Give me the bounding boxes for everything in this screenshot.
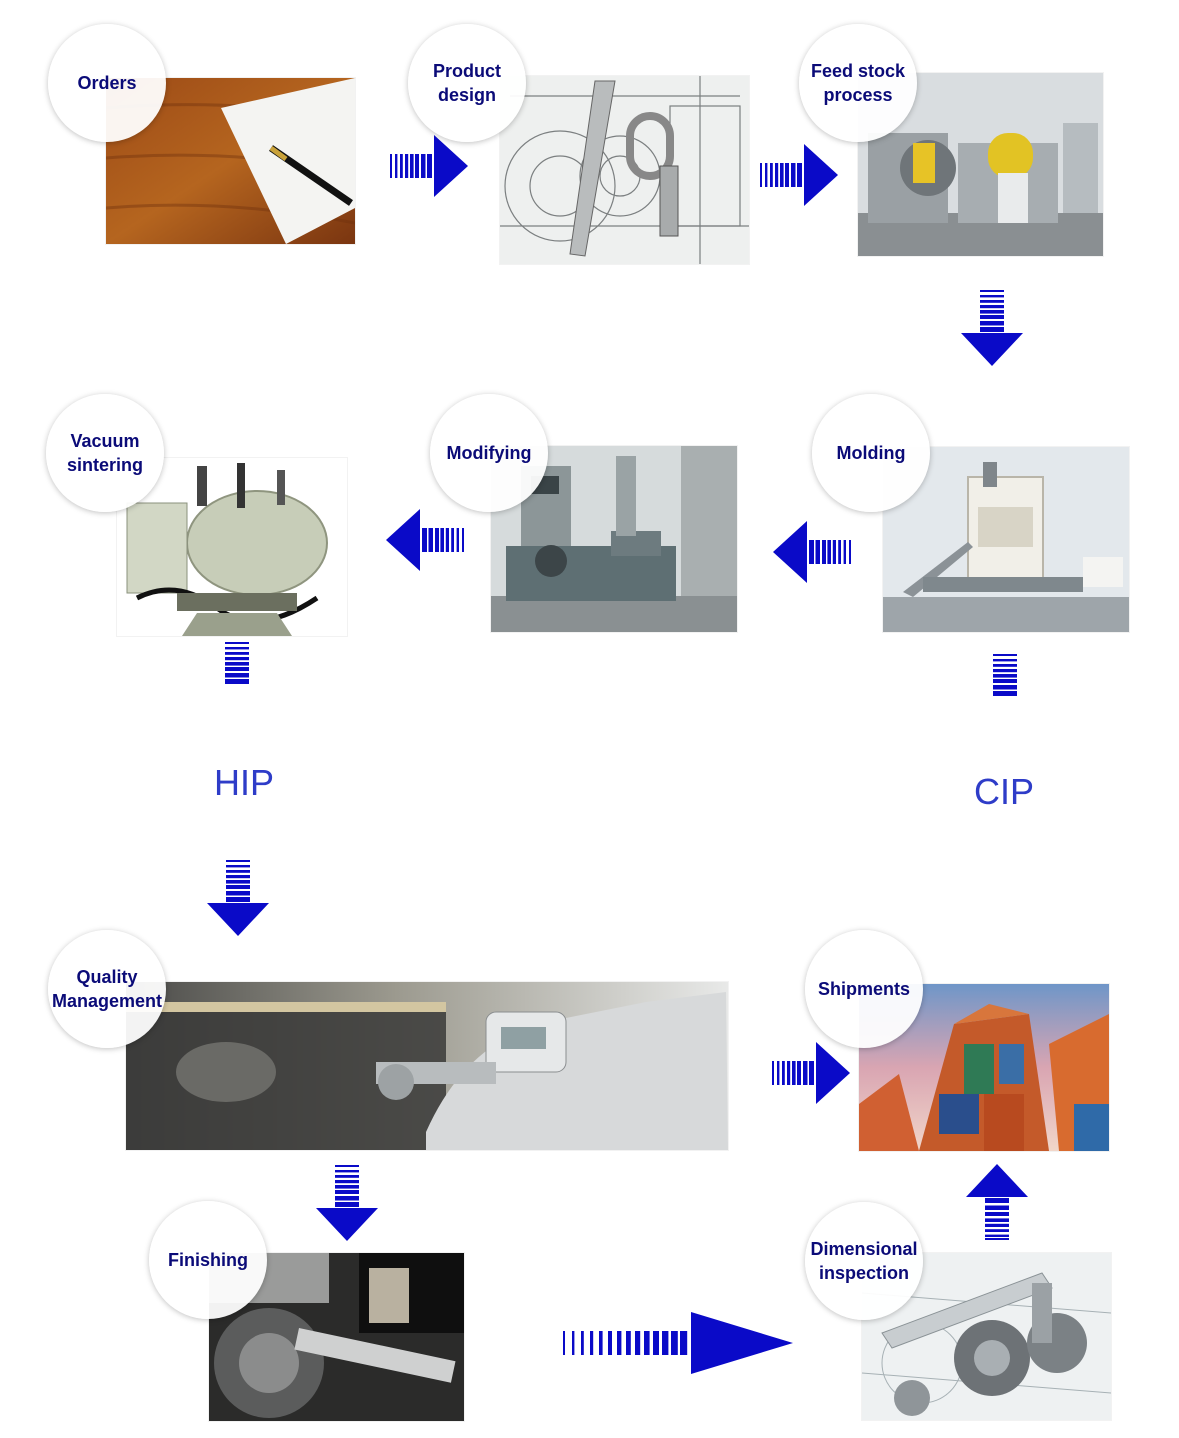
arrow-up-1 [966, 1164, 1028, 1240]
arrow-down-1 [961, 290, 1023, 366]
arrow-right-2 [760, 144, 838, 206]
step-vacuum-sintering-label: Vacuum sintering [46, 394, 164, 512]
step-orders-label: Orders [48, 24, 166, 142]
molding-photo [883, 447, 1129, 632]
arrow-left-2 [386, 509, 464, 571]
arrow-down-2 [207, 860, 269, 936]
step-feed-stock-label: Feed stock process [799, 24, 917, 142]
arrow-right-long [563, 1312, 793, 1374]
quality-management-photo [126, 982, 728, 1150]
step-product-design-label: Product design [408, 24, 526, 142]
vacuum-sintering-photo [117, 458, 347, 636]
hip-label: HIP [214, 762, 275, 803]
arrow-left-1 [773, 521, 851, 583]
connector-hip [225, 642, 249, 684]
step-quality-management-label: Quality Management [48, 930, 166, 1048]
step-molding-label: Molding [812, 394, 930, 512]
connector-cip [993, 654, 1017, 696]
step-dimensional-inspection-label: Dimensional inspection [805, 1202, 923, 1320]
arrow-right-3 [772, 1042, 850, 1104]
product-design-photo [500, 76, 749, 264]
arrow-right-1 [390, 135, 468, 197]
arrow-down-3 [316, 1165, 378, 1241]
step-shipments-label: Shipments [805, 930, 923, 1048]
orders-photo [106, 78, 355, 244]
cip-label: CIP [974, 771, 1035, 812]
step-finishing-label: Finishing [149, 1201, 267, 1319]
step-modifying-label: Modifying [430, 394, 548, 512]
feed-stock-photo [858, 73, 1103, 256]
